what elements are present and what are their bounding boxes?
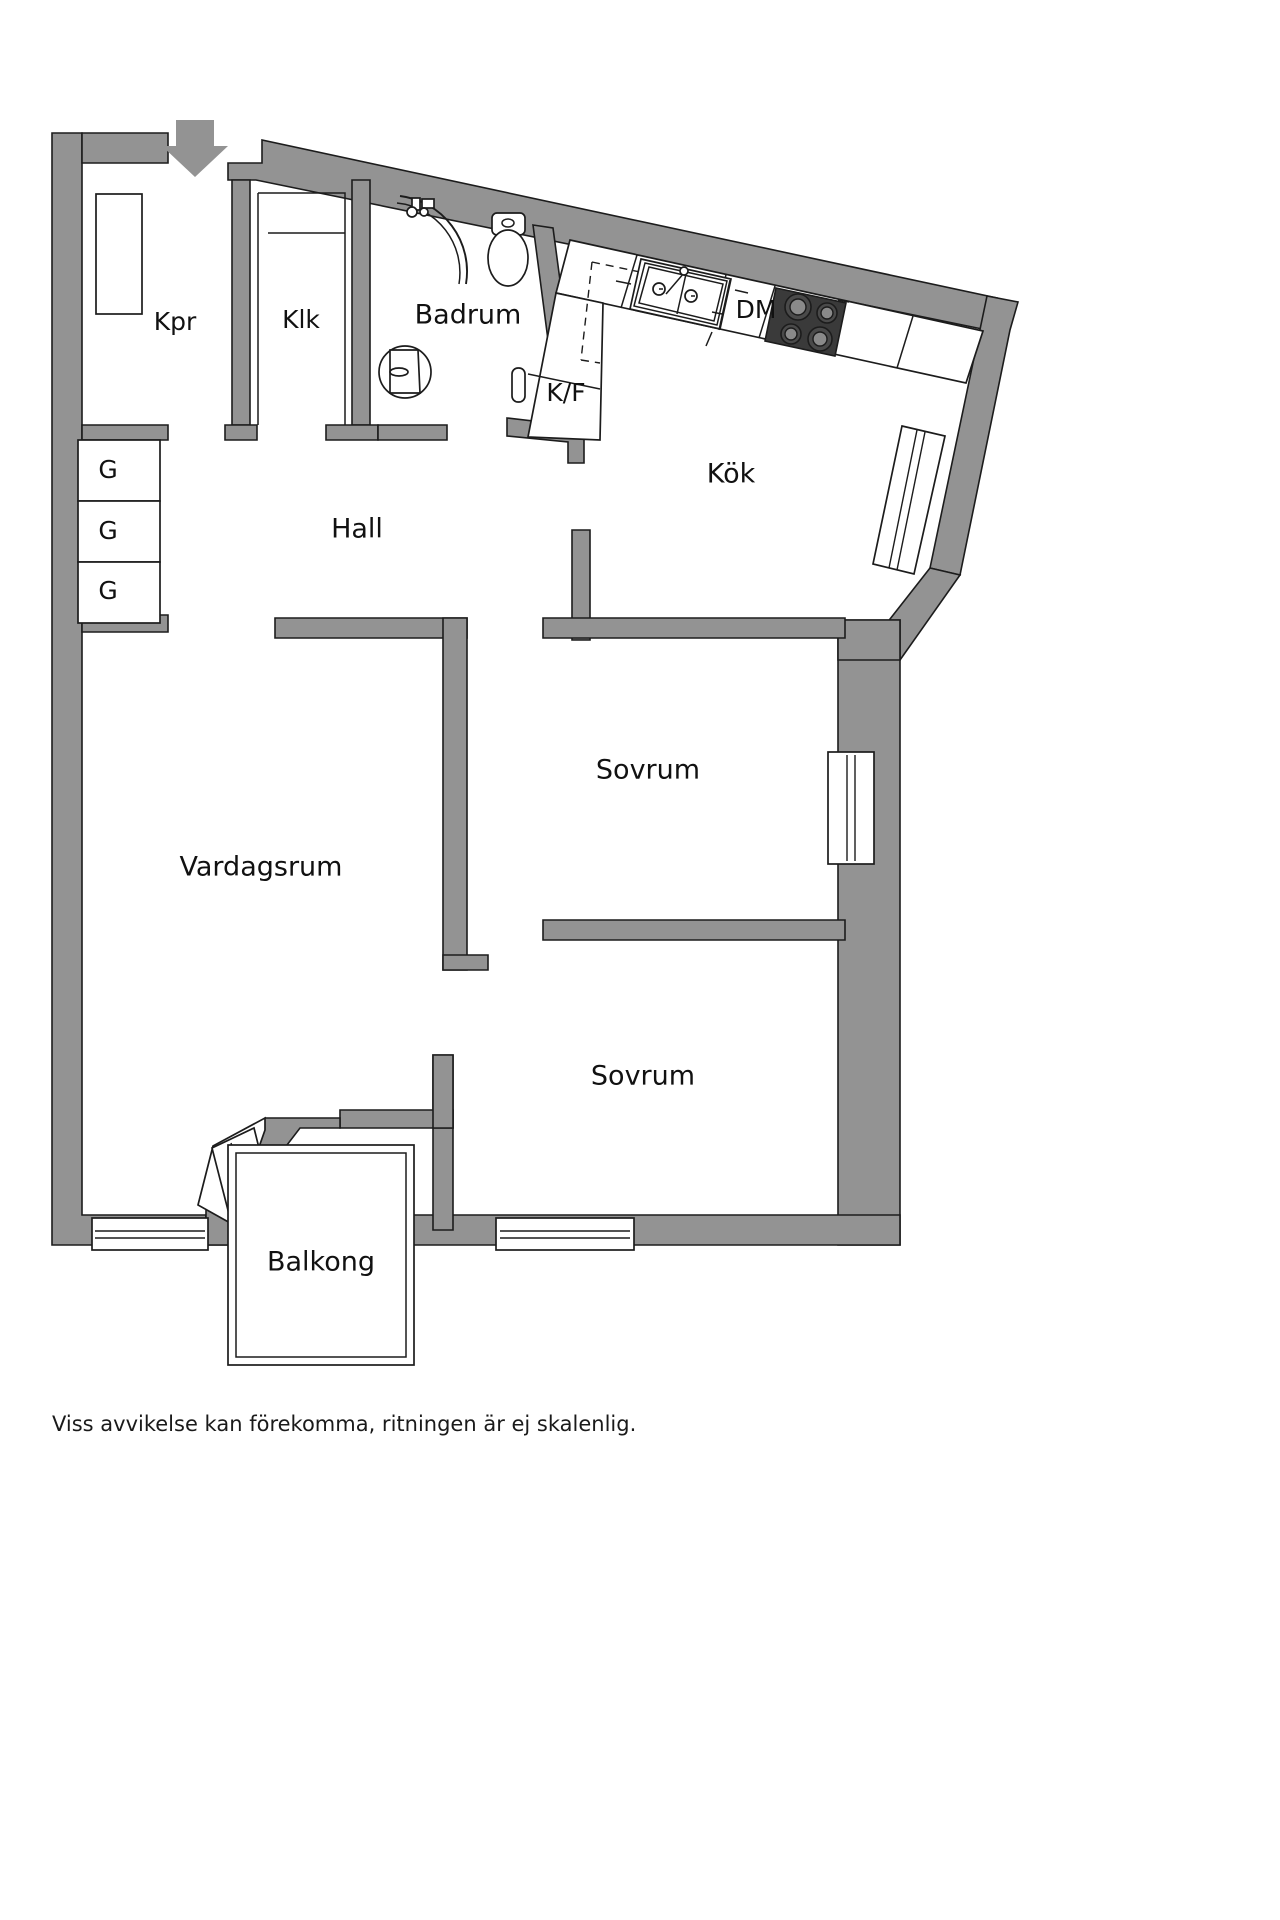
wall-right-exterior: [837, 619, 901, 1246]
window-vardagsrum-bottom: [91, 1217, 209, 1251]
closet-g-2-box: [77, 500, 161, 563]
closet-label-g-1: G: [98, 455, 117, 484]
wall-right-upper-slant: [929, 295, 1020, 576]
wall-hall-sovrum: [542, 617, 846, 639]
wall-kok-stub: [571, 529, 591, 641]
counter-seg-1: [620, 254, 638, 309]
closet-label-g-3: G: [98, 576, 117, 605]
room-label-hall: Hall: [331, 514, 383, 545]
room-label-badrum: Badrum: [415, 300, 522, 331]
room-label-kpr: Kpr: [154, 307, 197, 336]
wall-kpr-klk-foot: [224, 424, 258, 441]
faucet-icon: [679, 266, 689, 276]
window-kitchen: [871, 424, 947, 576]
kpr-shelf: [95, 193, 143, 315]
counter-left-run: [526, 291, 604, 441]
window-sovrum-1: [827, 751, 875, 865]
room-label-sovrum-1: Sovrum: [596, 755, 700, 786]
room-labels: Kpr Klk Badrum K/F Kök Hall Sovrum Varda…: [154, 300, 756, 1278]
appliance-labels: DM: [736, 295, 777, 324]
room-label-klk: Klk: [282, 305, 320, 334]
room-label-vardagsrum: Vardagsrum: [180, 852, 343, 883]
balcony-outline: [227, 1144, 415, 1366]
counter-kf-line: [527, 373, 601, 390]
wall-balcony-corner: [432, 1054, 454, 1129]
wall-klk-badrum: [351, 179, 371, 426]
counter-seg-5: [896, 315, 914, 369]
burner-group: [780, 293, 838, 352]
stove-icon: [764, 287, 850, 357]
wall-hall-vardagsrum-top: [274, 617, 468, 639]
wall-right-corner: [837, 619, 901, 661]
entrance-arrow: [162, 120, 228, 177]
bathroom-fixtures: [378, 195, 529, 399]
kitchen-sink-icon: [615, 257, 749, 347]
wall-top-left: [81, 132, 169, 164]
wall-vardagsrum-sovrum: [442, 617, 468, 971]
closet-label-g-2: G: [98, 516, 117, 545]
g-closets: [77, 439, 161, 624]
counter-seg-3: [758, 285, 776, 339]
wall-kpr-klk: [231, 179, 251, 426]
toilet-icon: [487, 212, 529, 287]
closet-g-3-box: [77, 561, 161, 624]
closet-g-1-box: [77, 439, 161, 502]
wall-sovrum-divider: [542, 919, 846, 941]
wall-vardagsrum-foot: [442, 954, 489, 971]
window-sovrum-2: [495, 1217, 635, 1251]
closet-labels: G G G: [98, 455, 117, 605]
windows: [91, 424, 947, 1251]
exterior-walls: [51, 132, 1020, 1246]
washbasin-icon: [378, 345, 432, 399]
wall-klk-foot: [325, 424, 379, 441]
room-label-sovrum-2: Sovrum: [591, 1061, 695, 1092]
room-label-balkong: Balkong: [267, 1247, 375, 1278]
shower-mixer-icon: [406, 197, 435, 218]
room-label-kf: K/F: [546, 378, 585, 407]
interior-walls: [81, 179, 846, 1246]
klk-inner-outline: [257, 192, 346, 425]
kf-handle: [511, 367, 526, 403]
wall-above-g-closets: [81, 424, 169, 441]
room-label-kok: Kök: [707, 459, 756, 490]
appliance-label-dm: DM: [736, 295, 777, 324]
wall-badrum-bottom: [377, 424, 448, 441]
disclaimer-text: Viss avvikelse kan förekomma, ritningen …: [52, 1412, 637, 1436]
